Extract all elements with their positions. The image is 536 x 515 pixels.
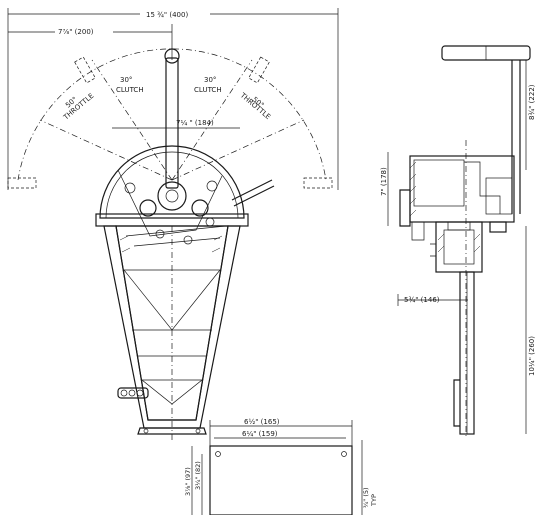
throw-arc: [17, 48, 327, 181]
clutch-left-angle: 30°: [120, 76, 132, 84]
clutch-lever: [231, 179, 275, 207]
side-top-label: 8¾" (222): [528, 84, 536, 120]
base-foot: [137, 427, 207, 435]
dim-arc-radius: 7¼ " (184): [112, 119, 240, 129]
main-lever: [164, 48, 180, 189]
base-small-label: ¾" (5): [362, 487, 370, 508]
dim-side-depth: 5¾" (146): [397, 294, 468, 306]
base-h-outer-label: 3⅞" (97): [184, 467, 192, 496]
tapered-body: [103, 225, 241, 440]
dim-overall-width: 15 ¾" (400): [7, 8, 339, 190]
side-total-label: 10¼" (260): [528, 336, 536, 376]
dim-side-height: 7" (178): [380, 152, 389, 226]
side-shaft-block: [430, 221, 507, 273]
clutch-right-word: CLUTCH: [194, 86, 222, 94]
base-plate-view: 6½" (165) 6¼" (159) 3⅞" (97) 3¼" (82) ¾"…: [184, 418, 378, 515]
arc-radius-label: 7¼ " (184): [176, 119, 214, 127]
base-h-inner-label: 3¼" (82): [194, 461, 202, 490]
angle-labels: 30° CLUTCH 30° CLUTCH 50° THROTTLE 50° T…: [61, 76, 272, 122]
clutch-left-word: CLUTCH: [116, 86, 144, 94]
base-inner-label: 6¼" (159): [242, 430, 278, 438]
side-housing: [399, 140, 515, 438]
front-view: 15 ¾" (400) 7⅞" (200) 7¼ " (184): [7, 8, 339, 440]
dim-half-width: 7⅞" (200): [8, 24, 173, 60]
side-long-shaft: [453, 271, 475, 435]
lever-positions: [7, 56, 333, 189]
dim-side-total: 10¼" (260): [525, 226, 536, 434]
side-height-label: 7" (178): [380, 167, 388, 196]
cable-fitting: [117, 387, 149, 399]
half-width-label: 7⅞" (200): [58, 28, 94, 36]
typ-label: TYP: [370, 494, 378, 507]
base-outer-label: 6½" (165): [244, 418, 280, 426]
side-depth-label: 5¾" (146): [404, 296, 440, 304]
side-view: 7" (178) 8¾" (222) 5¾" (146) 10¼" (260): [380, 45, 536, 438]
overall-width-label: 15 ¾" (400): [146, 11, 188, 19]
dim-side-top: 8¾" (222): [525, 60, 536, 170]
clutch-right-angle: 30°: [204, 76, 216, 84]
